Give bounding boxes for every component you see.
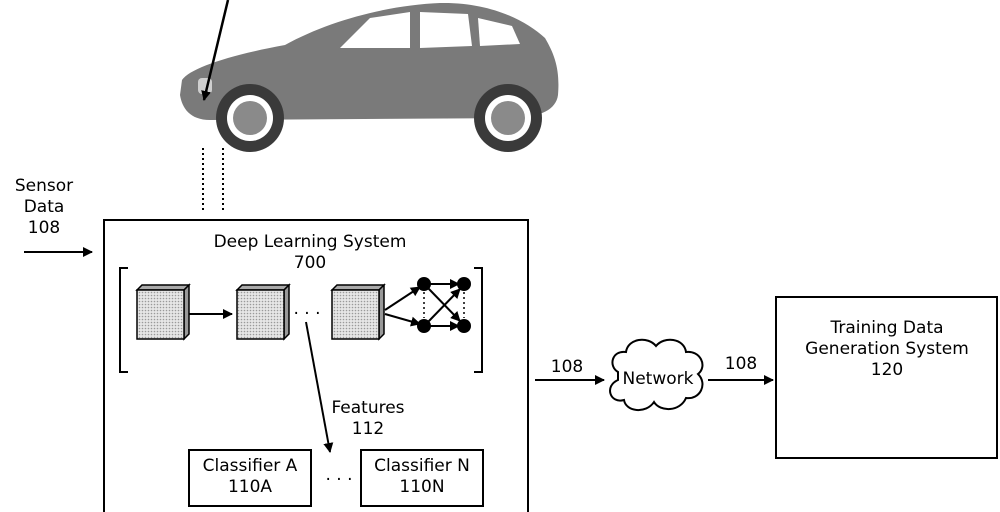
deep-learning-system-box	[103, 219, 529, 512]
layer-ellipsis: · · ·	[293, 304, 321, 324]
network-label: Network	[622, 369, 694, 389]
neural-network-icon	[384, 277, 471, 333]
sensor-pointer-arrow	[201, 0, 230, 101]
classifier-a-label: Classifier A 110A	[202, 456, 298, 497]
features-arrow	[305, 321, 334, 453]
classifier-n-box	[360, 449, 484, 507]
training-data-system-label: Training Data Generation System 120	[805, 318, 969, 380]
deep-learning-system-label: Deep Learning System 700	[213, 232, 407, 273]
features-label: Features 112	[331, 398, 405, 439]
layer-cube-1	[135, 283, 191, 341]
left-bracket	[119, 267, 128, 373]
car-icon	[180, 2, 559, 152]
right-bracket	[474, 267, 483, 373]
classifier-a-box	[188, 449, 312, 507]
layer-cube-2	[235, 283, 291, 341]
classifier-n-label: Classifier N 110N	[374, 456, 470, 497]
network-cloud-icon	[609, 338, 704, 411]
layer-cube-3	[330, 283, 386, 341]
link-label-out: 108	[724, 354, 758, 374]
sensor-data-label: Sensor Data 108	[14, 176, 74, 238]
link-label-in: 108	[550, 357, 584, 377]
training-data-system-box	[775, 296, 998, 459]
classifier-ellipsis: · · ·	[325, 470, 353, 490]
